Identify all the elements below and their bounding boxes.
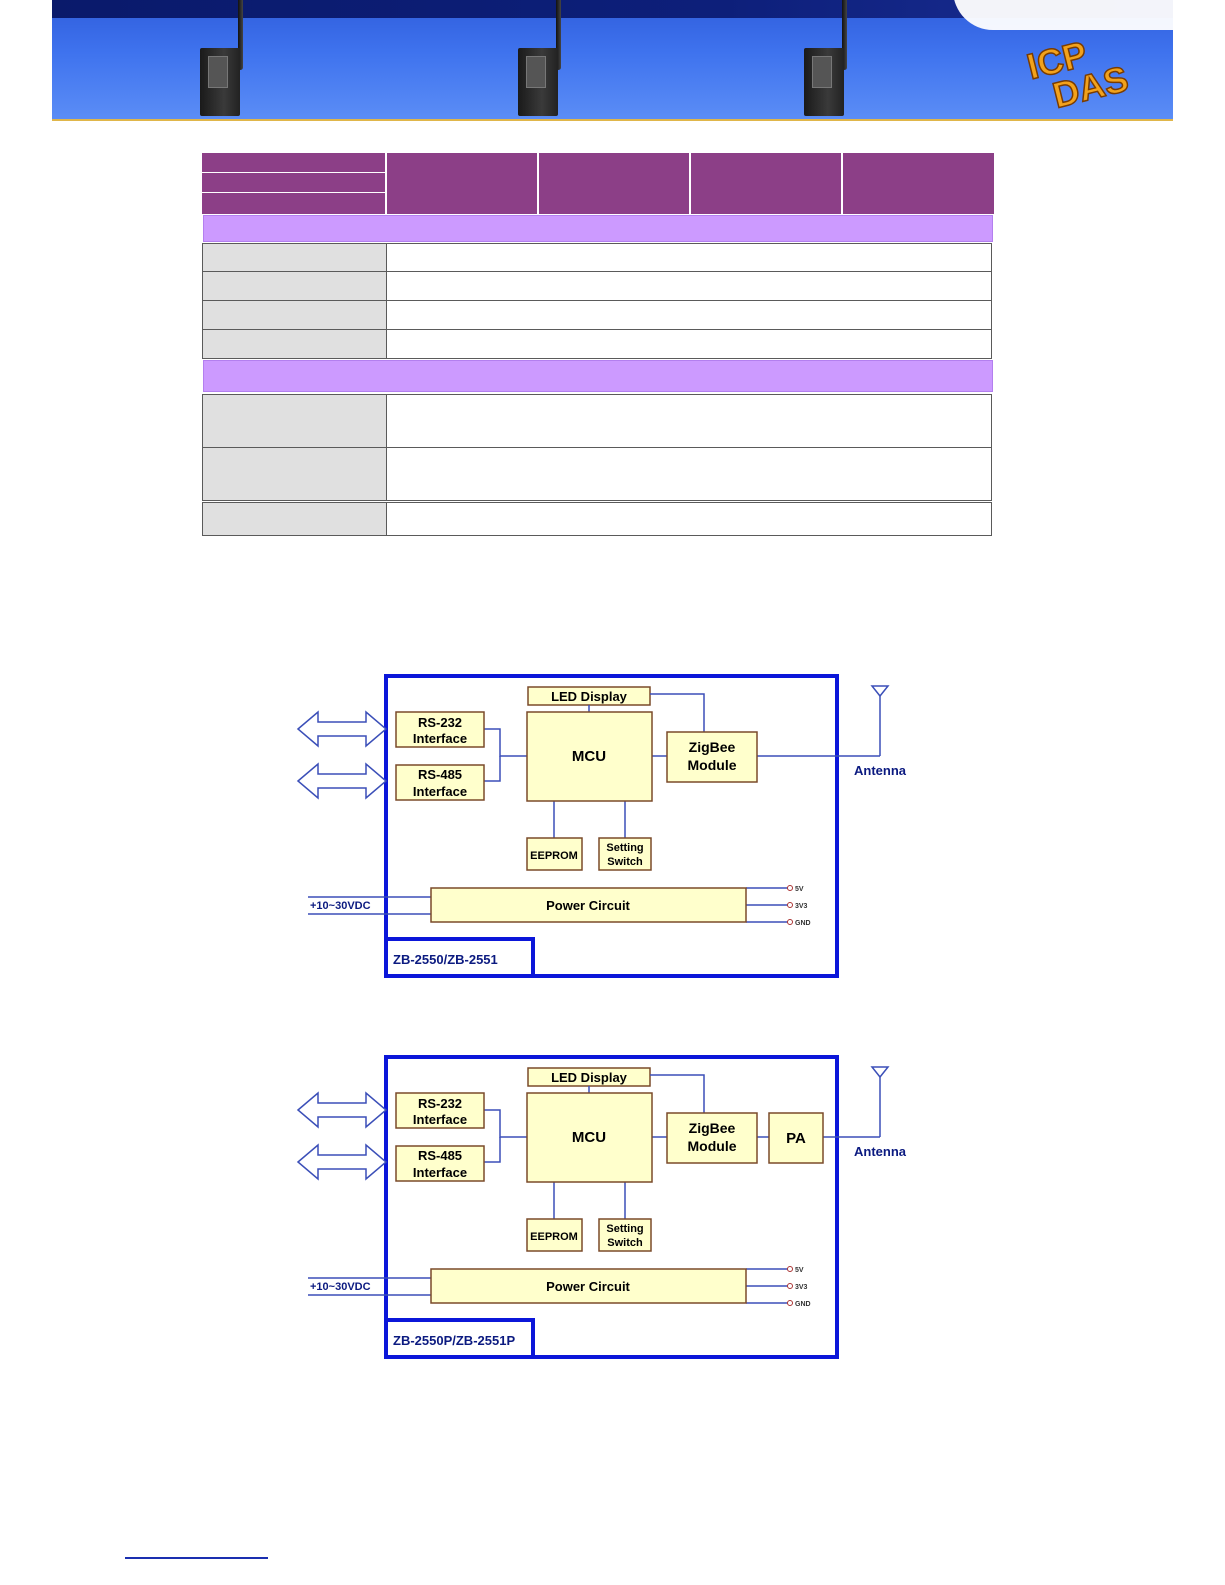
terminal-icon — [787, 919, 793, 925]
rs485-interface-block — [395, 1145, 485, 1182]
table-row — [202, 329, 992, 359]
rs232-label: RS-232 — [418, 715, 462, 730]
eeprom-block — [526, 1218, 583, 1252]
specification-table — [202, 153, 994, 536]
power-amplifier-block — [768, 1112, 824, 1164]
terminal-icon — [787, 1266, 793, 1272]
rs232-label: RS-232 — [418, 1096, 462, 1111]
zigbee-module-block — [666, 1112, 758, 1164]
device-photo-3 — [804, 0, 850, 116]
block-diagram-2: LED Display Antenna RS-232 Interface RS-… — [296, 1045, 916, 1373]
footer-link-underline[interactable] — [125, 1557, 268, 1559]
zigbee-label: ZigBee — [689, 739, 736, 755]
signal-lines — [308, 1074, 881, 1304]
block-diagram-1: LED Display Antenna RS-232 Interface RS-… — [296, 664, 916, 992]
zigbee-label: ZigBee — [689, 1120, 736, 1136]
rs485-label: RS-485 — [418, 1148, 462, 1163]
power-circuit-block — [430, 887, 747, 923]
zigbee-sublabel: Module — [688, 1138, 737, 1154]
device-photo-2 — [518, 0, 564, 116]
table-row — [202, 243, 992, 272]
rs232-sublabel: Interface — [413, 1112, 467, 1127]
banner-curve — [953, 0, 1173, 30]
device-photo-1 — [200, 0, 246, 116]
setting-label: Setting — [606, 1223, 643, 1235]
model-label: ZB-2550P/ZB-2551P — [393, 1333, 515, 1348]
table-section-header-2 — [202, 359, 994, 393]
mcu-label: MCU — [572, 1129, 606, 1146]
table-header-col-2 — [537, 153, 689, 214]
rail-label-3v3: 3V3 — [795, 903, 808, 910]
bidirectional-arrow-icon — [296, 762, 388, 800]
antenna-icon — [842, 0, 847, 70]
rail-label-3v3: 3V3 — [795, 1284, 808, 1291]
antenna-label: Antenna — [854, 1144, 907, 1159]
mcu-block — [526, 1092, 653, 1183]
zigbee-sublabel: Module — [688, 757, 737, 773]
rail-label-5v: 5V — [795, 1267, 804, 1274]
pa-label: PA — [786, 1130, 806, 1147]
terminal-icon — [787, 902, 793, 908]
mcu-block — [526, 711, 653, 802]
rail-label-5v: 5V — [795, 886, 804, 893]
zigbee-module-block — [666, 731, 758, 783]
antenna-icon — [556, 0, 561, 70]
rs232-interface-block — [395, 711, 485, 748]
rs485-sublabel: Interface — [413, 1165, 467, 1180]
rs485-interface-block — [395, 764, 485, 801]
power-circuit-label: Power Circuit — [546, 1279, 630, 1294]
antenna-icon — [870, 1066, 890, 1079]
rs485-label: RS-485 — [418, 767, 462, 782]
input-voltage-label: +10~30VDC — [310, 1281, 371, 1293]
table-header-col-3 — [689, 153, 841, 214]
model-label: ZB-2550/ZB-2551 — [393, 952, 498, 967]
bidirectional-arrow-icon — [296, 1091, 388, 1129]
table-section-header-1 — [202, 214, 994, 243]
table-row — [202, 394, 992, 448]
table-row — [202, 447, 992, 501]
rs232-interface-block — [395, 1092, 485, 1129]
antenna-icon — [238, 0, 243, 70]
rs485-sublabel: Interface — [413, 784, 467, 799]
terminal-icon — [787, 1300, 793, 1306]
power-circuit-block — [430, 1268, 747, 1304]
rs232-sublabel: Interface — [413, 731, 467, 746]
setting-switch-block — [598, 1218, 652, 1252]
signal-lines — [308, 693, 881, 923]
input-voltage-label: +10~30VDC — [310, 900, 371, 912]
led-display-label: LED Display — [551, 1070, 628, 1085]
setting-switch-block — [598, 837, 652, 871]
eeprom-label: EEPROM — [530, 1231, 578, 1243]
setting-label: Setting — [606, 842, 643, 854]
terminal-icon — [787, 1283, 793, 1289]
eeprom-label: EEPROM — [530, 850, 578, 862]
setting-sublabel: Switch — [607, 856, 643, 868]
table-header-label-cells — [202, 153, 385, 214]
terminal-icon — [787, 885, 793, 891]
antenna-label: Antenna — [854, 763, 907, 778]
mcu-label: MCU — [572, 748, 606, 765]
table-row — [202, 300, 992, 330]
setting-sublabel: Switch — [607, 1237, 643, 1249]
led-display-label: LED Display — [551, 689, 628, 704]
company-logo: ICP DAS — [1022, 32, 1132, 110]
bidirectional-arrow-icon — [296, 1143, 388, 1181]
antenna-icon — [870, 685, 890, 698]
table-row — [202, 502, 992, 536]
rail-label-gnd: GND — [795, 920, 811, 927]
power-circuit-label: Power Circuit — [546, 898, 630, 913]
bidirectional-arrow-icon — [296, 710, 388, 748]
banner-top-stripe — [52, 0, 1173, 18]
table-header-col-4 — [841, 153, 994, 214]
rail-label-gnd: GND — [795, 1301, 811, 1308]
eeprom-block — [526, 837, 583, 871]
header-banner: ICP DAS — [52, 0, 1173, 121]
table-row — [202, 271, 992, 301]
table-header-col-1 — [385, 153, 537, 214]
